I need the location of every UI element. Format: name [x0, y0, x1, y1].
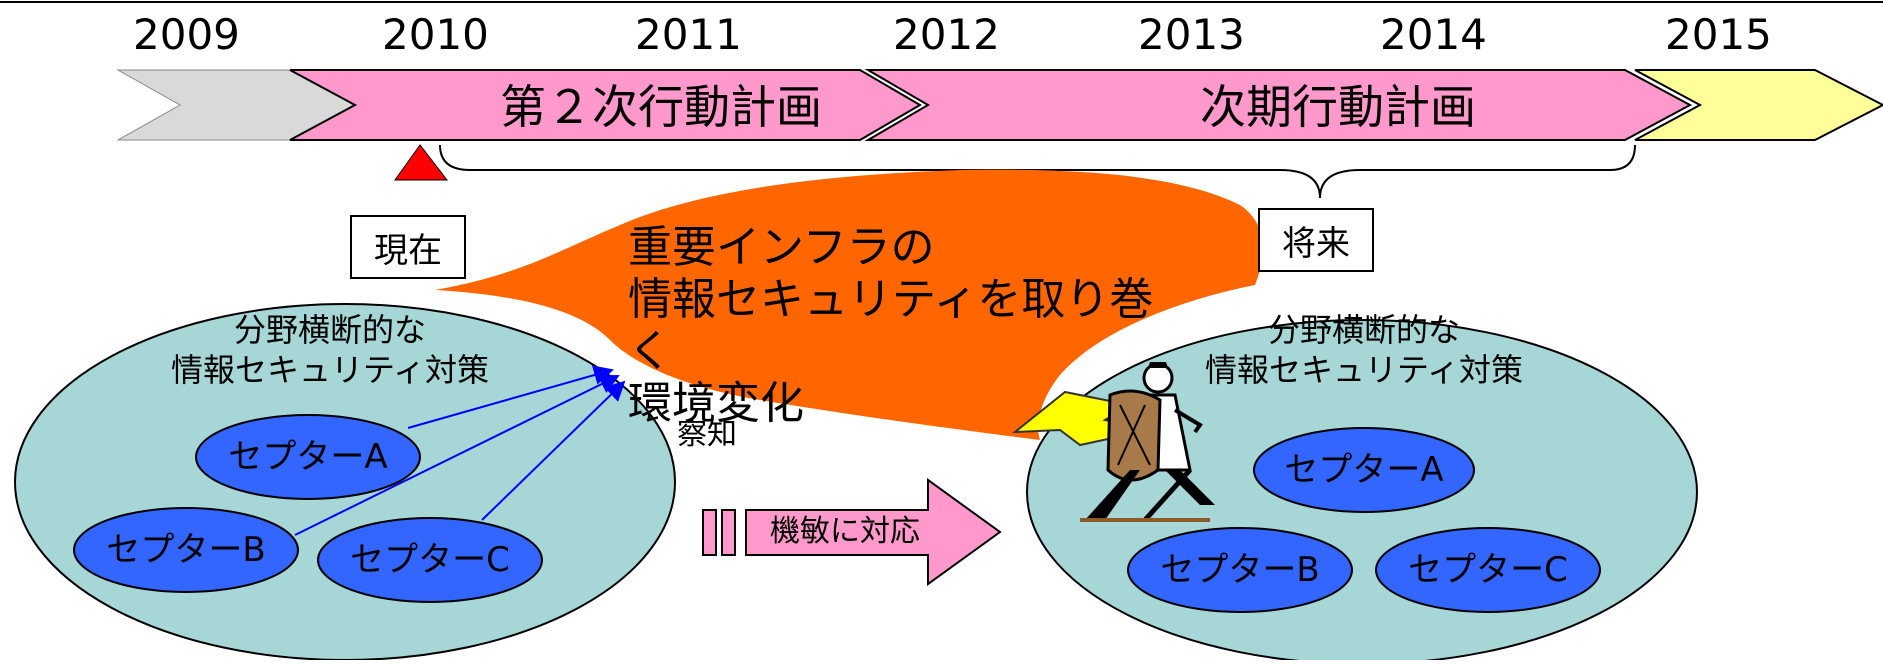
year-label: 2015 — [1665, 10, 1772, 59]
right-ceptar-a-shape — [1253, 427, 1475, 513]
right-ceptar-a-label: セプターA — [1284, 450, 1444, 490]
left-ceptar-a-label: セプターA — [228, 437, 388, 477]
right-ceptar-c-shape — [1375, 527, 1601, 613]
left-ceptar-c-shape — [317, 517, 543, 603]
respond-arrow-stripe-2 — [721, 509, 736, 556]
environment-change-line: 情報セキュリティを取り巻く — [628, 274, 1154, 377]
detect-arrow-b — [294, 374, 620, 536]
year-label: 2009 — [133, 10, 240, 59]
knight-figure — [1080, 362, 1215, 522]
detect-arrow-a — [407, 365, 614, 429]
current-position-marker — [394, 144, 449, 181]
chevron-2015 — [1634, 69, 1883, 141]
environment-change-line: 重要インフラの — [628, 222, 935, 273]
chevron-phase-next — [864, 69, 1693, 141]
present-label: 現在 — [350, 215, 466, 279]
year-label: 2013 — [1138, 10, 1245, 59]
respond-arrow-stripe-1 — [702, 509, 717, 556]
left-group-title: 分野横断的な 情報セキュリティ対策 — [100, 310, 560, 390]
year-label: 2010 — [382, 10, 489, 59]
phase-next-label: 次期行動計画 — [1200, 80, 1476, 134]
left-ceptar-b-shape — [73, 507, 299, 593]
year-label: 2014 — [1380, 10, 1487, 59]
year-label: 2012 — [893, 10, 1000, 59]
detect-label: 察知 — [677, 417, 737, 452]
respond-arrow-body — [745, 478, 1002, 586]
left-group-title-line: 分野横断的な — [233, 311, 426, 349]
right-ceptar-b-label: セプターB — [1160, 550, 1320, 590]
phase-current-label: 第２次行動計画 — [500, 80, 822, 134]
right-group-title-line: 分野横断的な — [1267, 311, 1460, 349]
environment-change-line: 環境変化 — [628, 378, 804, 429]
left-group-title-line: 情報セキュリティ対策 — [170, 351, 490, 389]
respond-label: 機敏に対応 — [770, 514, 920, 549]
left-ceptar-a-shape — [195, 414, 421, 500]
environment-change-text: 重要インフラの 情報セキュリティを取り巻く 環境変化 — [628, 222, 1188, 430]
right-ceptar-b-shape — [1127, 527, 1353, 613]
year-label: 2011 — [635, 10, 742, 59]
chevron-phase-current — [289, 69, 922, 141]
left-ceptar-b-label: セプターB — [106, 530, 266, 570]
right-group-title: 分野横断的な 情報セキュリティ対策 — [1134, 310, 1594, 390]
future-brace — [439, 144, 1636, 199]
right-group-title-line: 情報セキュリティ対策 — [1204, 351, 1524, 389]
detect-arrow-c — [481, 380, 626, 521]
environment-change-shape — [435, 169, 1263, 440]
right-ceptar-c-label: セプターC — [1408, 550, 1568, 590]
left-ceptar-c-label: セプターC — [350, 540, 510, 580]
future-label: 将来 — [1258, 208, 1374, 272]
